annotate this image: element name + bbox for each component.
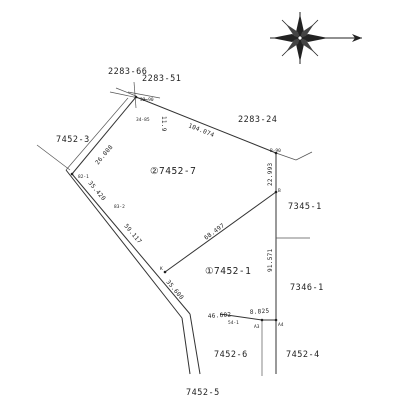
parcel-2283-66: 2283-66 xyxy=(108,67,147,77)
corner-markers xyxy=(70,95,278,322)
point-k: K xyxy=(160,266,163,272)
distance-59-117: 59.117 xyxy=(122,223,143,246)
distance-top-small: 11.9 xyxy=(160,116,167,132)
distance-26-008: 26.008 xyxy=(94,144,115,167)
point-54-1: 54-1 xyxy=(228,320,239,326)
parcel-7346-1: 7346-1 xyxy=(290,283,324,293)
parcel-7345-1: 7345-1 xyxy=(288,202,322,212)
parcel-7452-1: ①7452-1 xyxy=(205,266,251,277)
point-82-1: 82-1 xyxy=(78,174,89,180)
point-33-90: 33-90 xyxy=(140,97,154,103)
parcel-7452-3: 7452-3 xyxy=(56,135,90,145)
parcel-7452-7: ②7452-7 xyxy=(150,166,196,177)
distance-22-993: 22.993 xyxy=(267,162,274,186)
parcel-boundaries xyxy=(36,81,313,376)
distance-91-571: 91.571 xyxy=(267,248,274,272)
point-34-85: 34-85 xyxy=(136,117,150,123)
point-b-90: B-90 xyxy=(270,148,281,154)
point-a3: A3 xyxy=(254,324,260,330)
point-b: B xyxy=(278,188,281,194)
compass-rose-icon xyxy=(270,12,362,64)
distance-35-420: 35.420 xyxy=(86,180,107,203)
parcel-7452-5: 7452-5 xyxy=(186,388,220,398)
parcel-2283-24: 2283-24 xyxy=(238,115,277,125)
parcel-7452-4: 7452-4 xyxy=(286,350,320,360)
distance-104-074: 104.074 xyxy=(187,122,215,139)
distance-68-497: 68.497 xyxy=(203,222,226,242)
distance-8-825: 8.825 xyxy=(250,308,270,316)
distance-35-600: 35.600 xyxy=(164,279,185,302)
point-83-2: 83-2 xyxy=(114,204,125,210)
parcel-7452-6: 7452-6 xyxy=(214,350,248,360)
point-a4: A4 xyxy=(278,322,284,328)
distance-46-602: 46.602 xyxy=(208,311,232,320)
parcel-2283-51: 2283-51 xyxy=(142,74,181,84)
